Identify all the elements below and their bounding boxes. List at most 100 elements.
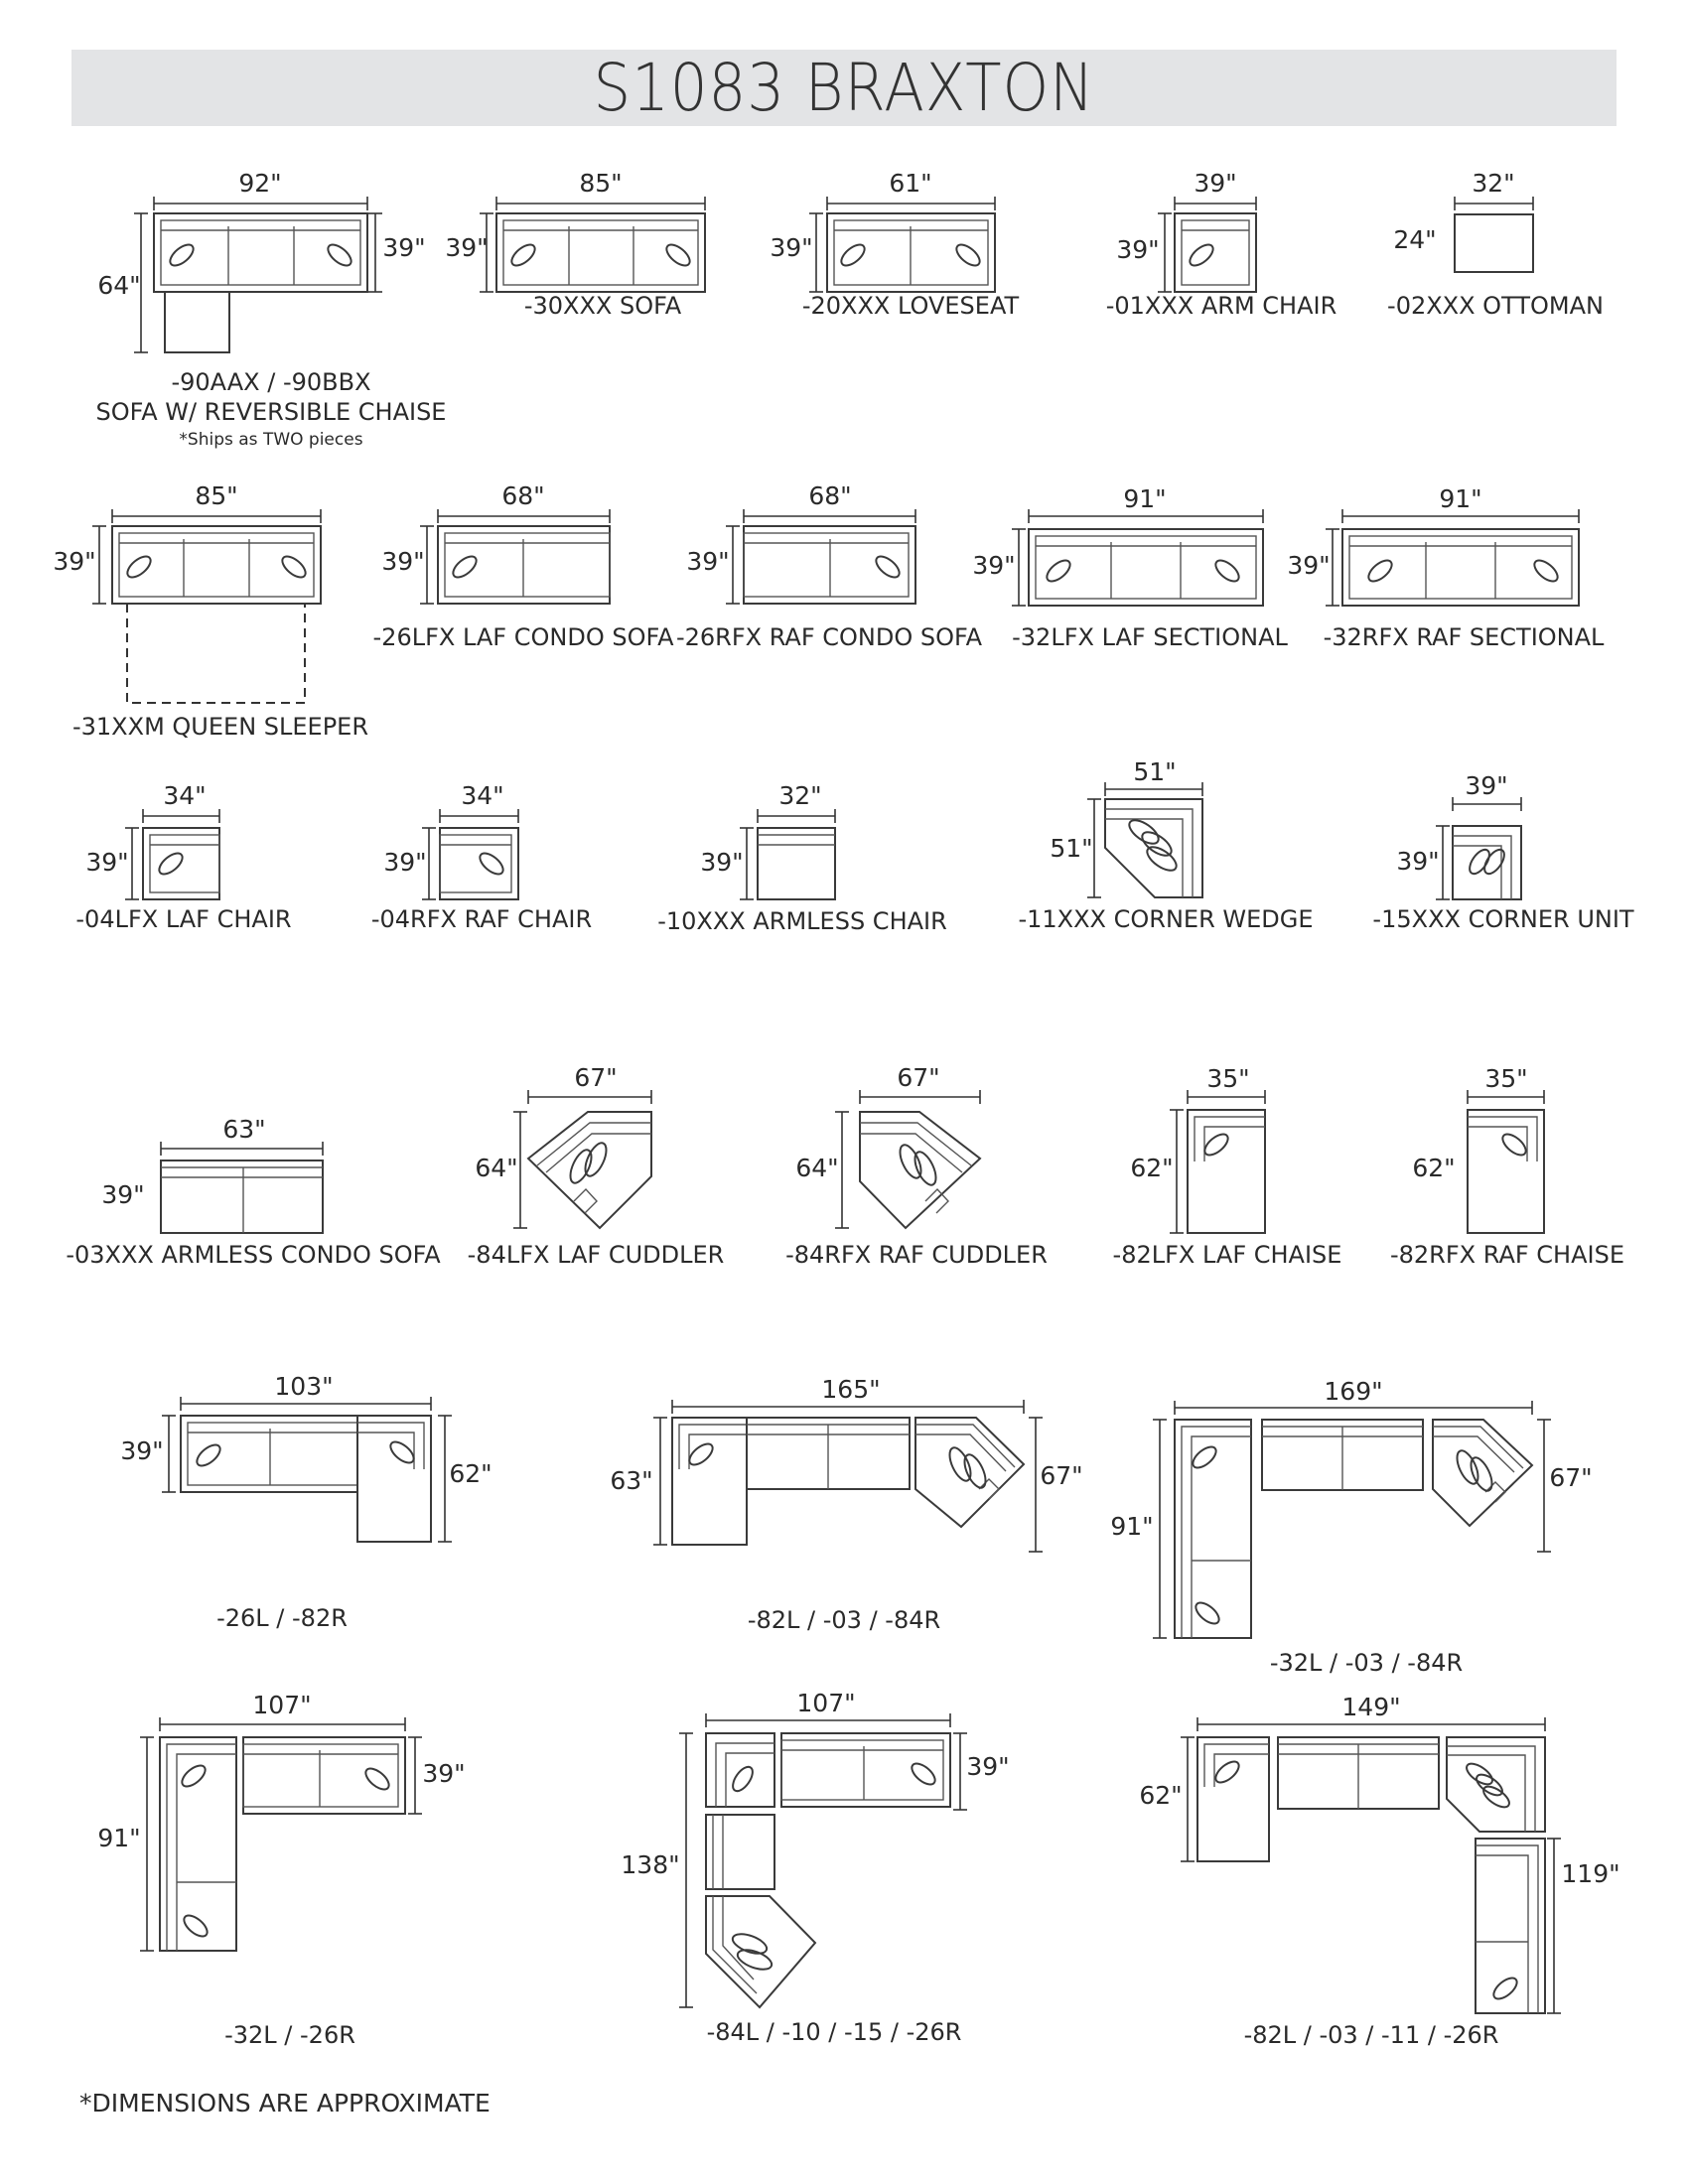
label-line2: SOFA W/ REVERSIBLE CHAISE bbox=[96, 398, 447, 426]
dim-left: 91" bbox=[1110, 1512, 1153, 1541]
label: -84L / -10 / -15 / -26R bbox=[707, 2018, 962, 2046]
dim-height: 39" bbox=[445, 233, 488, 262]
label: -01XXX ARM CHAIR bbox=[1106, 292, 1337, 320]
label: -20XXX LOVESEAT bbox=[802, 292, 1020, 320]
dim-right: 119" bbox=[1561, 1859, 1619, 1888]
label: -30XXX SOFA bbox=[524, 292, 682, 320]
dim-width: 169" bbox=[1324, 1377, 1382, 1406]
dim-height: 39" bbox=[85, 848, 128, 877]
dim-width: 68" bbox=[501, 481, 544, 510]
raf-cuddler-item: 67" 64" -84RFX RAF CUDDLER bbox=[785, 1063, 1048, 1269]
sofa-item: 85" 39" -30XXX SOFA bbox=[445, 169, 706, 320]
dim-left: 39" bbox=[120, 1436, 163, 1465]
ottoman-item: 32" 24" -02XXX OTTOMAN bbox=[1387, 169, 1604, 320]
dim-width: 61" bbox=[889, 169, 931, 198]
arm-chair-item: 39" 39" -01XXX ARM CHAIR bbox=[1106, 169, 1337, 320]
combo-82l-03-11-26r-item: 149" 62" 119" -82L / -03 / -11 / -26R bbox=[1139, 1693, 1619, 2049]
dim-right: 39" bbox=[422, 1759, 465, 1788]
dim-height: 39" bbox=[972, 551, 1015, 580]
dim-height: 39" bbox=[382, 233, 425, 262]
dim-width: 91" bbox=[1123, 484, 1166, 513]
dim-width: 51" bbox=[1133, 757, 1176, 786]
dim-width: 85" bbox=[195, 481, 237, 510]
label: -32L / -03 / -84R bbox=[1270, 1649, 1463, 1677]
dim-width: 85" bbox=[579, 169, 622, 198]
dim-height: 39" bbox=[381, 547, 424, 576]
laf-chair-item: 34" 39" -04LFX LAF CHAIR bbox=[75, 781, 291, 933]
label: -15XXX CORNER UNIT bbox=[1372, 905, 1633, 933]
dim-height: 64" bbox=[475, 1154, 517, 1182]
label: -26LFX LAF CONDO SOFA bbox=[373, 623, 675, 651]
dim-width: 63" bbox=[222, 1115, 265, 1144]
page-title: S1083 BRAXTON bbox=[593, 50, 1095, 126]
label: -31XXM QUEEN SLEEPER bbox=[72, 713, 368, 741]
dim-left: 91" bbox=[97, 1824, 140, 1852]
dim-width: 165" bbox=[821, 1375, 880, 1404]
dim-height: 64" bbox=[795, 1154, 838, 1182]
label: -04LFX LAF CHAIR bbox=[75, 905, 291, 933]
dim-height: 24" bbox=[1393, 225, 1436, 254]
label: -26L / -82R bbox=[216, 1604, 348, 1632]
dim-height: 39" bbox=[1396, 847, 1439, 876]
dim-height: 62" bbox=[1412, 1154, 1455, 1182]
raf-chair-item: 34" 39" -04RFX RAF CHAIR bbox=[371, 781, 592, 933]
dim-width: 34" bbox=[461, 781, 503, 810]
dim-width: 107" bbox=[252, 1691, 311, 1719]
laf-condo-sofa-item: 68" 39" -26LFX LAF CONDO SOFA bbox=[373, 481, 675, 651]
dim-width: 103" bbox=[274, 1372, 333, 1401]
laf-chaise-item: 35" 62" -82LFX LAF CHAISE bbox=[1113, 1064, 1342, 1269]
label: -32RFX RAF SECTIONAL bbox=[1324, 623, 1605, 651]
title-bar: S1083 BRAXTON bbox=[71, 50, 1617, 126]
dim-depth: 64" bbox=[97, 271, 140, 300]
corner-wedge-item: 51" 51" -11XXX CORNER WEDGE bbox=[1018, 757, 1313, 933]
dim-width: 92" bbox=[238, 169, 281, 198]
combo-26l-82r-item: 103" 39" 62" -26L / -82R bbox=[120, 1372, 492, 1632]
combo-32l-03-84r-item: 169" 91" 67" -32L / -03 / -84R bbox=[1110, 1377, 1592, 1677]
dim-width: 149" bbox=[1341, 1693, 1400, 1721]
dim-width: 35" bbox=[1206, 1064, 1249, 1093]
dim-left: 138" bbox=[621, 1850, 679, 1879]
dim-height: 62" bbox=[1130, 1154, 1173, 1182]
dim-width: 34" bbox=[163, 781, 206, 810]
dim-left: 63" bbox=[610, 1466, 652, 1495]
label: -32LFX LAF SECTIONAL bbox=[1012, 623, 1288, 651]
dim-height: 39" bbox=[770, 233, 812, 262]
label: -10XXX ARMLESS CHAIR bbox=[657, 907, 947, 935]
ships-note: *Ships as TWO pieces bbox=[179, 430, 362, 450]
dim-right: 39" bbox=[966, 1752, 1009, 1781]
raf-sectional-item: 91" 39" -32RFX RAF SECTIONAL bbox=[1287, 484, 1605, 651]
label: -11XXX CORNER WEDGE bbox=[1018, 905, 1313, 933]
label: -04RFX RAF CHAIR bbox=[371, 905, 592, 933]
label: -82RFX RAF CHAISE bbox=[1390, 1241, 1624, 1269]
dim-width: 107" bbox=[796, 1689, 855, 1717]
dim-width: 67" bbox=[574, 1063, 617, 1092]
dim-right: 67" bbox=[1549, 1463, 1592, 1492]
dim-height: 39" bbox=[53, 547, 95, 576]
label: -82L / -03 / -84R bbox=[748, 1606, 940, 1634]
label: -84LFX LAF CUDDLER bbox=[468, 1241, 725, 1269]
dim-right: 62" bbox=[449, 1459, 492, 1488]
loveseat-item: 61" 39" -20XXX LOVESEAT bbox=[770, 169, 1019, 320]
label: -32L / -26R bbox=[224, 2021, 355, 2049]
raf-condo-sofa-item: 68" 39" -26RFX RAF CONDO SOFA bbox=[676, 481, 983, 651]
label: -26RFX RAF CONDO SOFA bbox=[676, 623, 983, 651]
armless-chair-item: 32" 39" -10XXX ARMLESS CHAIR bbox=[657, 781, 947, 935]
dim-height: 39" bbox=[1287, 551, 1330, 580]
dimensions-footnote: *DIMENSIONS ARE APPROXIMATE bbox=[79, 2089, 491, 2117]
label: -84RFX RAF CUDDLER bbox=[785, 1241, 1048, 1269]
label: -03XXX ARMLESS CONDO SOFA bbox=[66, 1241, 441, 1269]
dim-width: 39" bbox=[1465, 771, 1507, 800]
dim-width: 39" bbox=[1194, 169, 1236, 198]
dim-height: 39" bbox=[101, 1180, 144, 1209]
combo-84l-10-15-26r-item: 107" 138" 39" -84L / -10 / -15 / -26R bbox=[621, 1689, 1009, 2046]
laf-cuddler-item: 67" 64" -84LFX LAF CUDDLER bbox=[468, 1063, 725, 1269]
label: -82LFX LAF CHAISE bbox=[1113, 1241, 1342, 1269]
raf-chaise-item: 35" 62" -82RFX RAF CHAISE bbox=[1390, 1064, 1624, 1269]
dim-height: 39" bbox=[383, 848, 426, 877]
sofa-with-chaise-item: 92" 64" 39" -90AAX / -90BBX SOFA W/ REVE… bbox=[96, 169, 447, 450]
dim-height: 39" bbox=[1116, 235, 1159, 264]
label: -02XXX OTTOMAN bbox=[1387, 292, 1604, 320]
dim-height: 39" bbox=[686, 547, 729, 576]
corner-unit-item: 39" 39" -15XXX CORNER UNIT bbox=[1372, 771, 1633, 933]
